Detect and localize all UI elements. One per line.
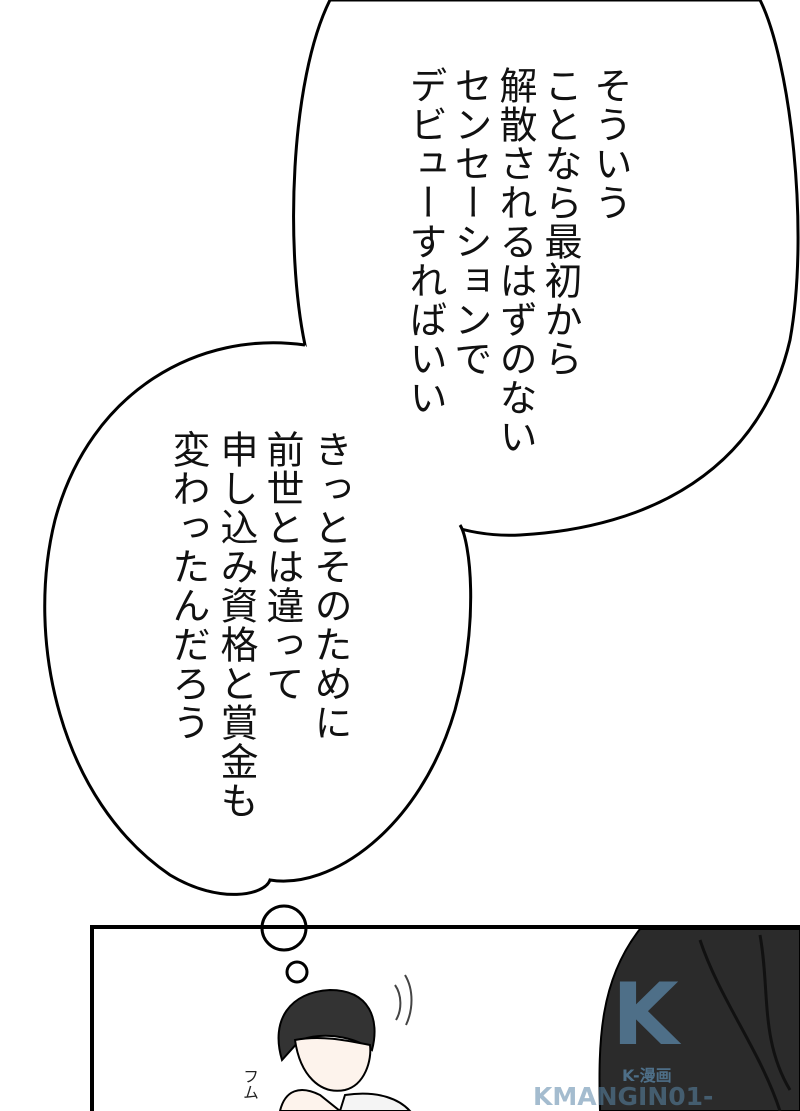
motion-lines [394, 974, 413, 1026]
speech-bubble-left [43, 341, 473, 896]
panel-border [90, 925, 800, 1111]
bubble-join [305, 345, 460, 528]
text-line: そういう [588, 66, 632, 222]
character-face [293, 1036, 372, 1092]
text-line: 変わったんだろう [166, 430, 210, 742]
text-line: 申し込み資格と賞金も [214, 430, 258, 820]
character-shirt [338, 1092, 412, 1111]
text-line: デビューすればいい [403, 66, 447, 417]
text-line: 前世とは違って [260, 430, 304, 703]
dark-figure-folds [698, 934, 792, 1111]
speech-bubble-top [292, 0, 800, 537]
thought-circle-small [285, 960, 309, 984]
character [277, 974, 413, 1111]
text-line: ことなら最初から [538, 66, 582, 378]
text-line: きっとそのために [308, 430, 352, 742]
character-hand [278, 1089, 342, 1111]
sound-effect: フム [240, 1068, 259, 1100]
watermark-url: KMANGIN01-99.COM [533, 1082, 714, 1111]
text-line: センセーションで [448, 66, 492, 378]
watermark-logo: K [612, 965, 679, 1065]
character-hair [277, 988, 376, 1062]
watermark-brand: K-漫画 [622, 1066, 672, 1085]
text-line: 解散されるはずのない [493, 66, 537, 456]
